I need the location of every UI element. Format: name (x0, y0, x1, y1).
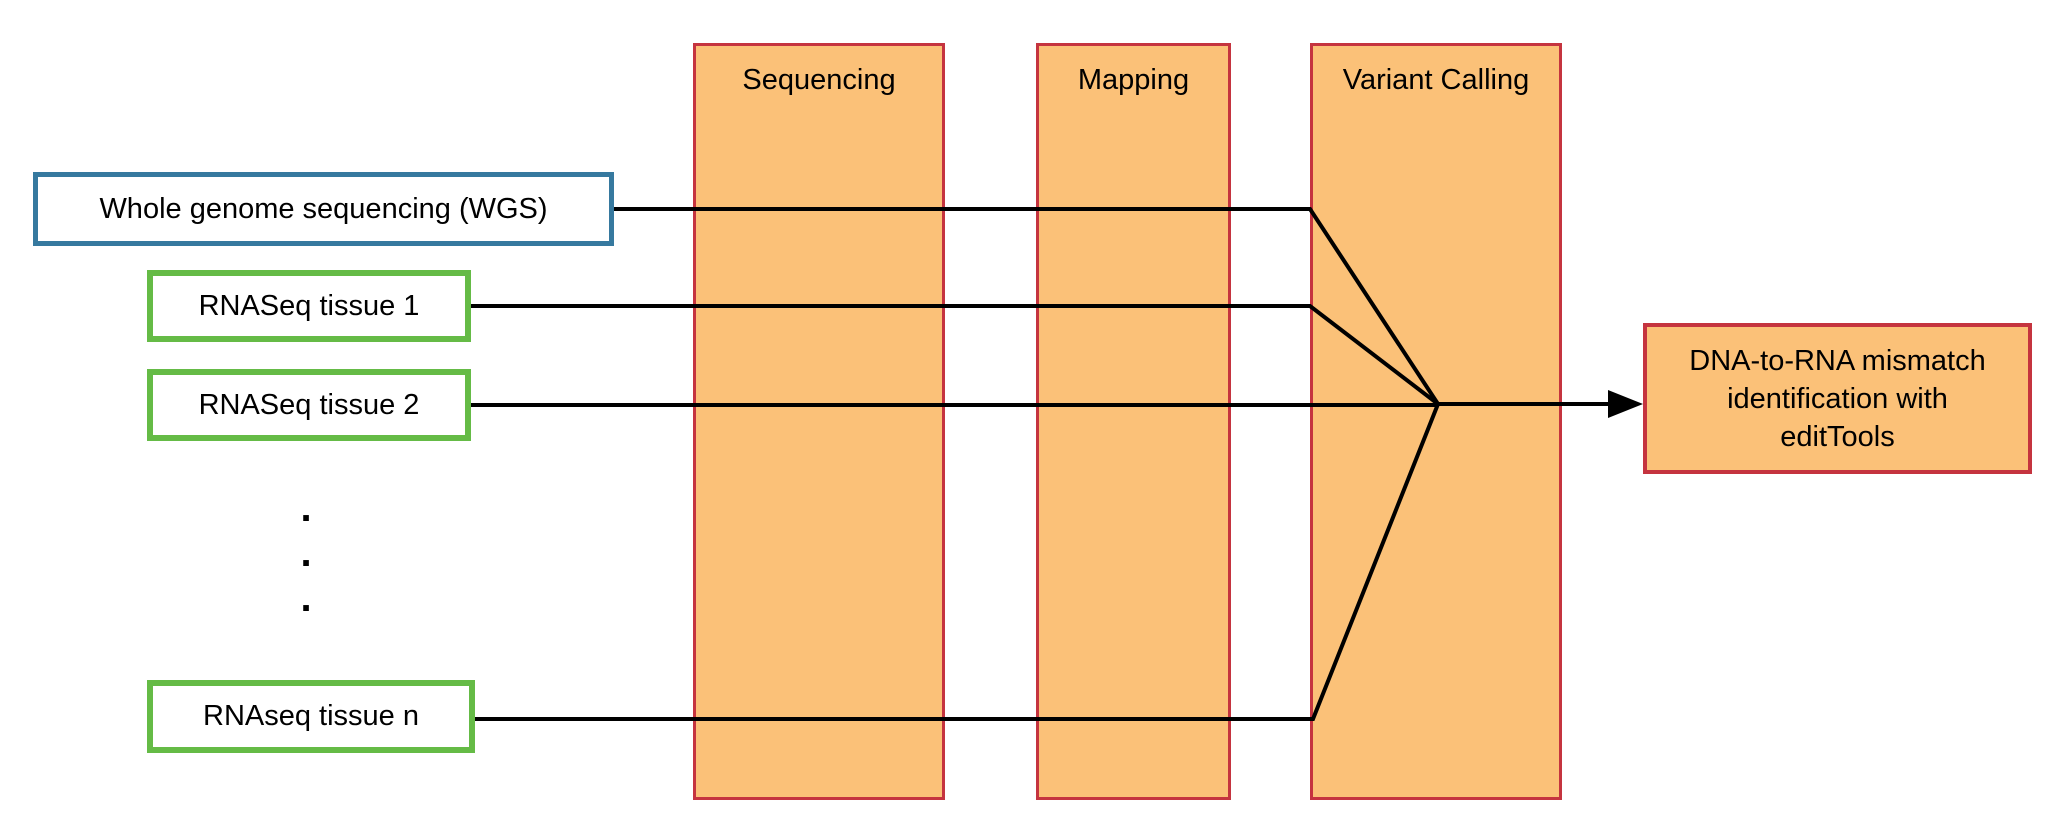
ellipsis-dots: . . . (291, 488, 321, 623)
stage-column-sequencing: Sequencing (693, 43, 945, 800)
stage-label-mapping: Mapping (1077, 64, 1190, 96)
stage-column-mapping: Mapping (1036, 43, 1231, 800)
connector-wgs (614, 207, 1440, 406)
input-box-rnaseq-tissue-n: RNAseq tissue n (147, 680, 475, 753)
connector-tissue-1 (471, 304, 1440, 406)
ellipsis-dot: . (300, 486, 312, 530)
connector-tissue-n (475, 403, 1440, 721)
ellipsis-dot: . (300, 531, 312, 575)
input-label-rnaseq-tissue-1: RNASeq tissue 1 (198, 289, 420, 322)
input-label-rnaseq-tissue-n: RNAseq tissue n (203, 700, 419, 732)
ellipsis-dot: . (300, 576, 312, 620)
input-box-wgs: Whole genome sequencing (WGS) (33, 172, 614, 246)
stage-column-variant-calling: Variant Calling (1310, 43, 1562, 800)
input-box-rnaseq-tissue-2: RNASeq tissue 2 (147, 369, 471, 441)
output-box-edittools: DNA-to-RNA mismatch identification with … (1643, 323, 2032, 474)
arrow-head-icon (1608, 390, 1643, 418)
input-label-wgs: Whole genome sequencing (WGS) (99, 192, 548, 225)
input-box-rnaseq-tissue-1: RNASeq tissue 1 (147, 270, 471, 342)
stage-label-sequencing: Sequencing (742, 64, 896, 96)
stage-label-variant-calling: Variant Calling (1342, 64, 1530, 96)
output-label-edittools: DNA-to-RNA mismatch identification with … (1689, 344, 1986, 453)
input-label-rnaseq-tissue-2: RNASeq tissue 2 (198, 388, 420, 421)
